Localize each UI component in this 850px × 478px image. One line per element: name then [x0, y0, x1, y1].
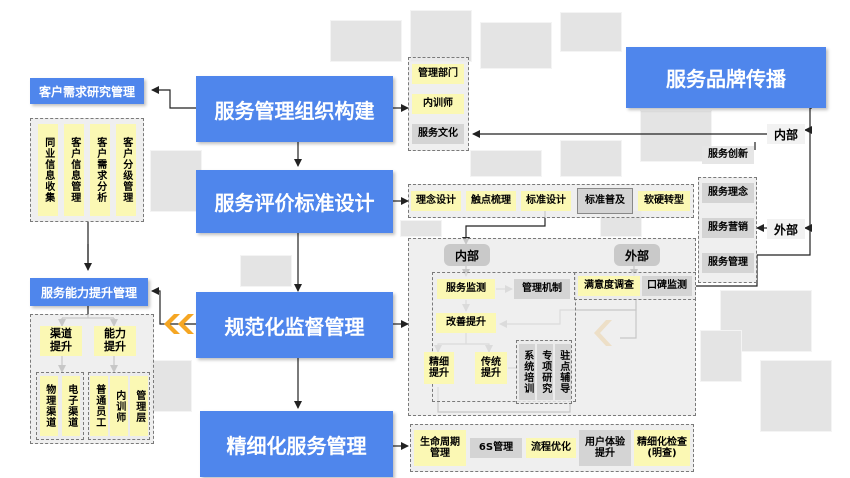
traditional-improve-label: 传统提升 [481, 356, 501, 380]
background-block [150, 150, 202, 212]
customer-research-header: 客户需求研究管理 [30, 78, 144, 104]
ability-staff: 普通员工 [90, 376, 108, 436]
eval-design-title: 服务评价标准设计 [214, 191, 375, 215]
customer-research-title: 客户需求研究管理 [38, 84, 135, 99]
org-item-trainers: 内训师 [412, 94, 464, 114]
background-block [640, 110, 712, 162]
capability-title: 服务能力提升管理 [40, 285, 137, 300]
eval-item-standard-popularize: 标准普及 [577, 188, 633, 214]
org-building-block: 服务管理组织构建 [196, 76, 393, 142]
background-block [240, 255, 292, 287]
background-block [560, 12, 622, 52]
brand-title: 服务品牌传播 [666, 67, 786, 91]
external-tag: 外部 [614, 244, 660, 266]
research-item-customer-info: 客户信息管理 [64, 124, 84, 216]
refine-item-inspection: 精细化检查(明查) [634, 430, 690, 466]
research-item-customer-needs: 客户需求分析 [90, 124, 110, 216]
refine-block: 精细化服务管理 [200, 411, 393, 477]
arrow-org-to-research [151, 86, 196, 109]
ability-trainers: 内训师 [110, 376, 128, 436]
program-special-research: 专项研究 [537, 344, 553, 400]
supervision-title: 规范化监督管理 [224, 314, 365, 339]
org-item-service-culture: 服务文化 [412, 124, 464, 144]
eval-item-soft-hard-transform: 软硬转型 [638, 191, 690, 211]
org-building-title: 服务管理组织构建 [214, 98, 375, 123]
background-block [400, 220, 442, 237]
ability-upgrade-box: 能力提升 [94, 326, 136, 356]
background-block [480, 22, 552, 69]
channel-physical: 物理渠道 [40, 376, 58, 436]
channel-upgrade-label: 渠道提升 [50, 327, 72, 353]
orange-chevron-left [164, 314, 194, 334]
fine-improve-box: 精细提升 [424, 352, 454, 384]
eval-item-concept-design: 理念设计 [411, 191, 461, 211]
brand-block: 服务品牌传播 [626, 47, 826, 108]
traditional-improve-box: 传统提升 [475, 352, 507, 384]
background-block [470, 150, 542, 177]
refine-title: 精细化服务管理 [226, 433, 367, 458]
background-block [700, 330, 742, 382]
channel-upgrade-box: 渠道提升 [40, 326, 82, 356]
refine-item-ux: 用户体验提升 [579, 430, 631, 466]
program-system-training: 系统培训 [519, 344, 535, 400]
background-block [330, 20, 402, 62]
management-mechanism-box: 管理机制 [514, 279, 570, 299]
refine-item-lifecycle: 生命周期管理 [414, 430, 466, 466]
word-of-mouth-box: 口碑监测 [642, 276, 692, 296]
brand-service-management: 服务管理 [702, 253, 754, 273]
capability-header: 服务能力提升管理 [30, 278, 148, 306]
fine-improve-label: 精细提升 [429, 356, 449, 380]
service-innovation-box: 服务创新 [702, 146, 754, 164]
ability-management: 管理层 [130, 376, 148, 436]
refine-item-lifecycle-label: 生命周期管理 [420, 436, 460, 460]
background-block [410, 10, 472, 62]
org-item-management-dept: 管理部门 [412, 64, 464, 84]
research-item-customer-tiers: 客户分级管理 [116, 124, 136, 216]
internal-tag: 内部 [444, 244, 490, 266]
ability-upgrade-label: 能力提升 [104, 327, 126, 353]
eval-item-standard-design: 标准设计 [521, 191, 571, 211]
refine-item-process: 流程优化 [526, 438, 576, 458]
background-block [150, 360, 192, 412]
brand-external-label: 外部 [767, 219, 805, 239]
brand-service-concept: 服务理念 [702, 183, 754, 203]
eval-item-touchpoint: 触点梳理 [466, 191, 516, 211]
improve-box: 改善提升 [436, 313, 496, 333]
satisfaction-survey-box: 满意度调查 [578, 276, 640, 296]
channel-electronic: 电子渠道 [62, 376, 80, 436]
refine-item-6s: 6S管理 [470, 438, 522, 458]
refine-item-inspection-label: 精细化检查(明查) [637, 436, 687, 460]
brand-internal-label: 内部 [767, 124, 805, 144]
background-block [760, 360, 832, 432]
research-item-peer-info: 同业信息收集 [38, 124, 58, 216]
brand-service-marketing: 服务营销 [702, 218, 754, 238]
eval-design-block: 服务评价标准设计 [196, 170, 393, 233]
service-monitor-box: 服务监测 [437, 279, 495, 299]
refine-item-ux-label: 用户体验提升 [585, 436, 625, 460]
program-onsite-coaching: 驻点辅导 [555, 344, 571, 400]
supervision-block: 规范化监督管理 [196, 292, 393, 358]
background-block [560, 140, 622, 177]
